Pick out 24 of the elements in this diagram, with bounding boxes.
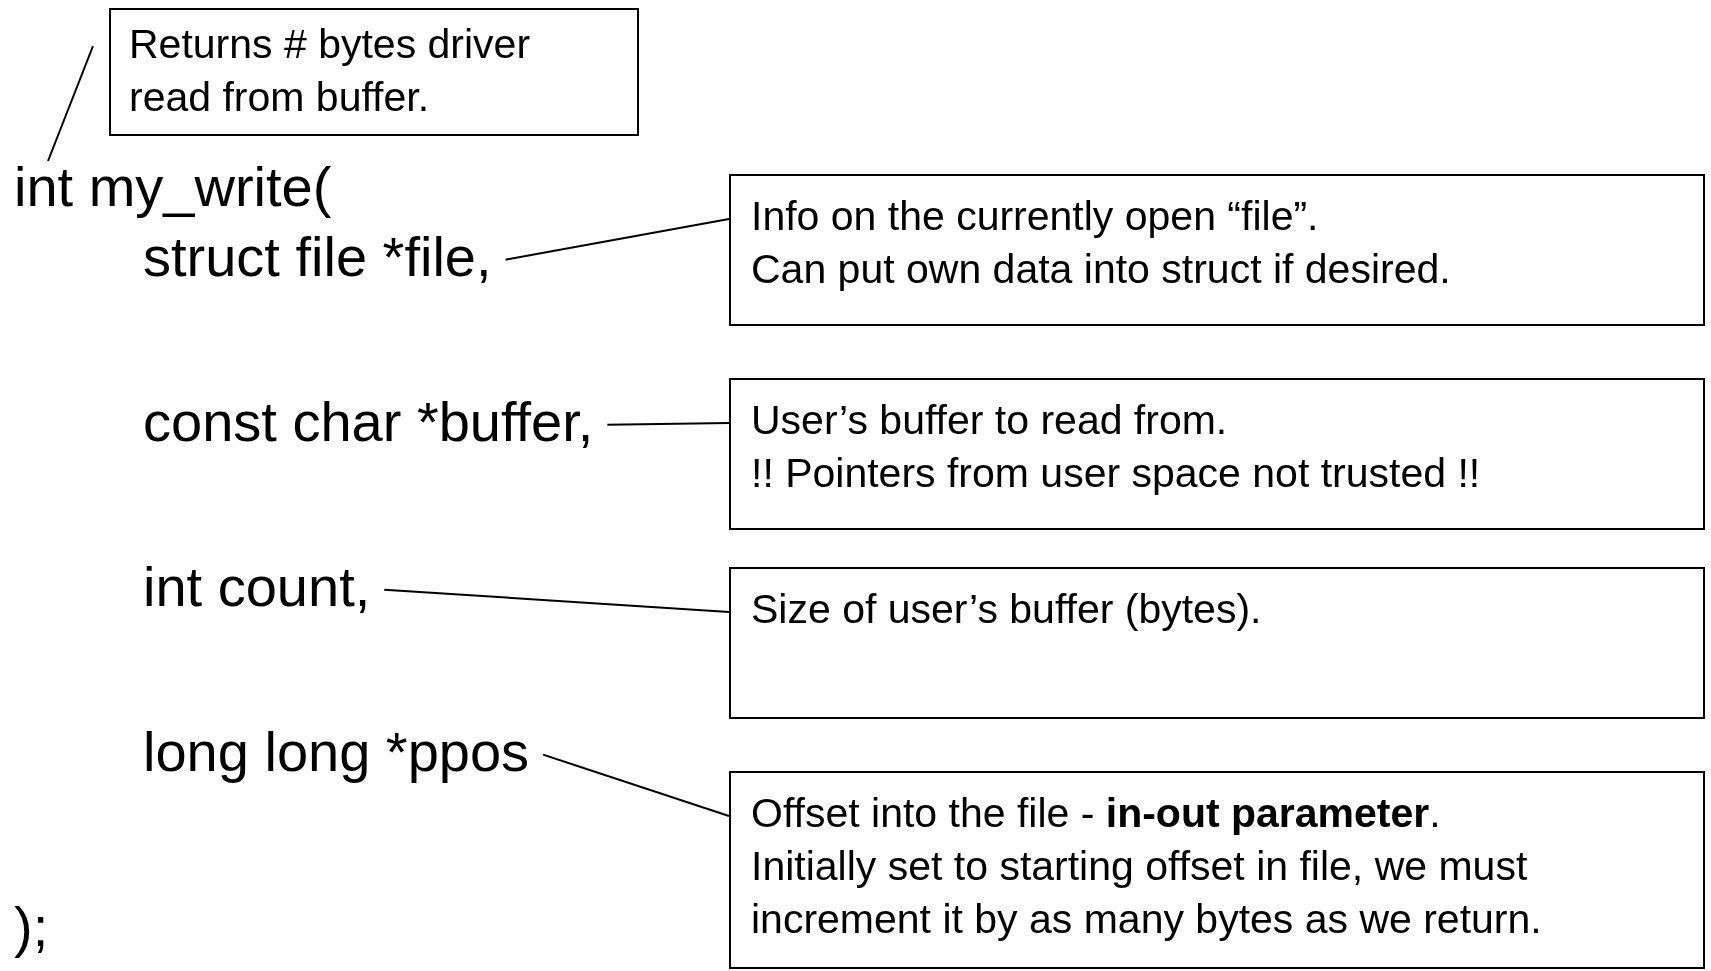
code-line: long long *ppos bbox=[143, 720, 530, 784]
code-line: const char *buffer, bbox=[143, 390, 594, 454]
annotation-text: Info on the currently open “file”. bbox=[751, 192, 1320, 241]
annotation-box bbox=[109, 8, 639, 136]
leader-line bbox=[504, 218, 730, 261]
annotation-text: !! Pointers from user space not trusted !! bbox=[751, 449, 1482, 498]
annotation-box bbox=[729, 174, 1705, 326]
annotation-text: User’s buffer to read from. bbox=[751, 396, 1229, 445]
leader-line bbox=[47, 45, 94, 162]
annotation-box bbox=[729, 771, 1705, 969]
annotation-box bbox=[729, 567, 1705, 719]
leader-line bbox=[542, 753, 730, 817]
leader-line bbox=[383, 588, 730, 613]
annotation-text: Initially set to starting offset in file, we must increment it by as many bytes as we return. bbox=[751, 842, 1543, 944]
leader-line bbox=[606, 422, 730, 426]
annotation-text: Offset into the file - in-out parameter. bbox=[751, 789, 1442, 838]
annotation-box bbox=[729, 378, 1705, 530]
code-line: ); bbox=[14, 895, 49, 959]
code-line: int my_write( bbox=[14, 155, 332, 219]
annotation-text: Returns # bytes driver read from buffer. bbox=[129, 20, 532, 122]
annotation-text: Size of user’s buffer (bytes). bbox=[751, 585, 1263, 634]
annotation-text: Can put own data into struct if desired. bbox=[751, 245, 1452, 294]
code-line: int count, bbox=[143, 555, 371, 619]
code-line: struct file *file, bbox=[143, 225, 492, 289]
